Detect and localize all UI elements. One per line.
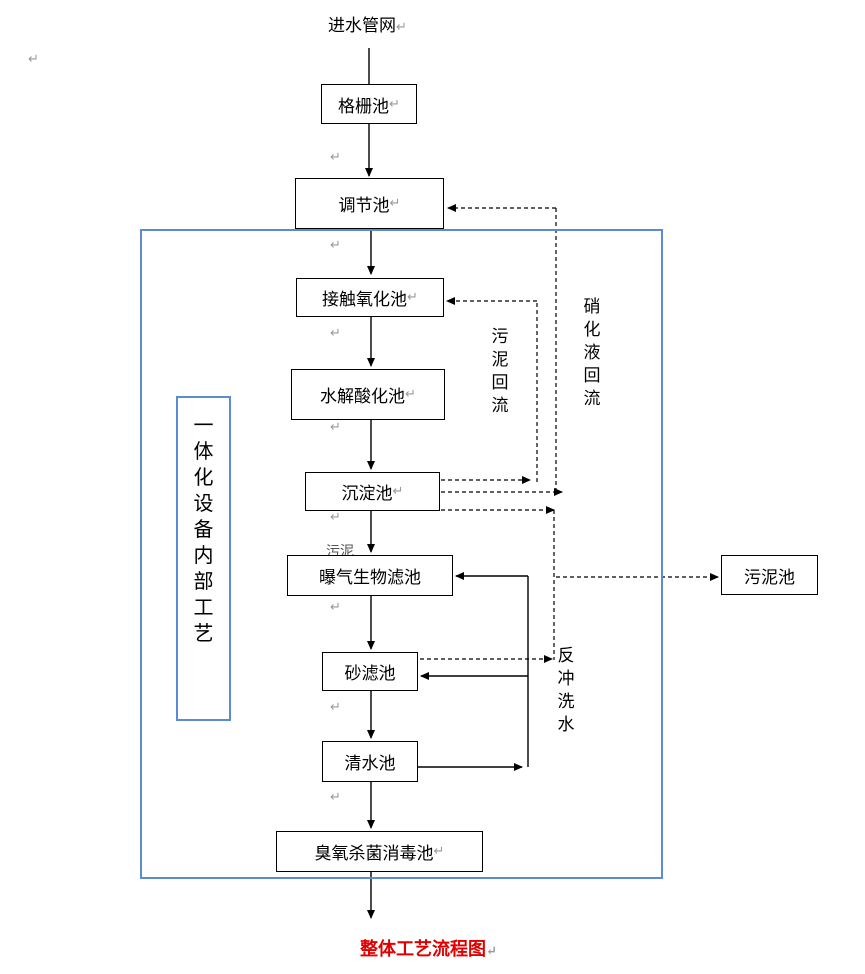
- stage-sedimentation: 沉淀池↵: [305, 472, 440, 511]
- stage-clear-water: 清水池: [322, 741, 418, 782]
- paragraph-mark: ↵: [28, 52, 39, 67]
- paragraph-mark: ↵: [330, 510, 341, 525]
- stage-equalize: 调节池↵: [295, 178, 444, 229]
- sludge-tank: 污泥池: [721, 555, 818, 595]
- stage-hydrolysis: 水解酸化池↵: [291, 369, 445, 420]
- diagram-title: 整体工艺流程图↵: [360, 939, 497, 960]
- stage-grid: 格栅池↵: [321, 84, 417, 124]
- paragraph-mark: ↵: [330, 420, 341, 435]
- paragraph-mark: ↵: [330, 700, 341, 715]
- nitrate-return-label: 硝 化 液 回 流: [583, 297, 601, 409]
- inlet-label: 进水管网↵: [328, 16, 407, 36]
- paragraph-mark: ↵: [330, 790, 341, 805]
- stage-sand-filter: 砂滤池: [322, 652, 418, 691]
- paragraph-mark: ↵: [330, 150, 341, 165]
- stage-aerated-biofilter: 曝气生物滤池: [287, 555, 453, 596]
- paragraph-mark: ↵: [330, 600, 341, 615]
- sludge-return-label: 污 泥 回 流: [491, 327, 509, 416]
- stage-ozone: 臭氧杀菌消毒池↵: [276, 831, 483, 872]
- paragraph-mark: ↵: [330, 326, 341, 341]
- integrated-process-label: 一 体 化 设 备 内 部 工 艺: [176, 396, 231, 721]
- paragraph-mark: ↵: [330, 238, 341, 253]
- integrated-equipment-frame: [140, 229, 663, 879]
- backwash-label: 反 冲 洗 水: [557, 646, 575, 735]
- stage-contact-oxidation: 接触氧化池↵: [296, 278, 444, 317]
